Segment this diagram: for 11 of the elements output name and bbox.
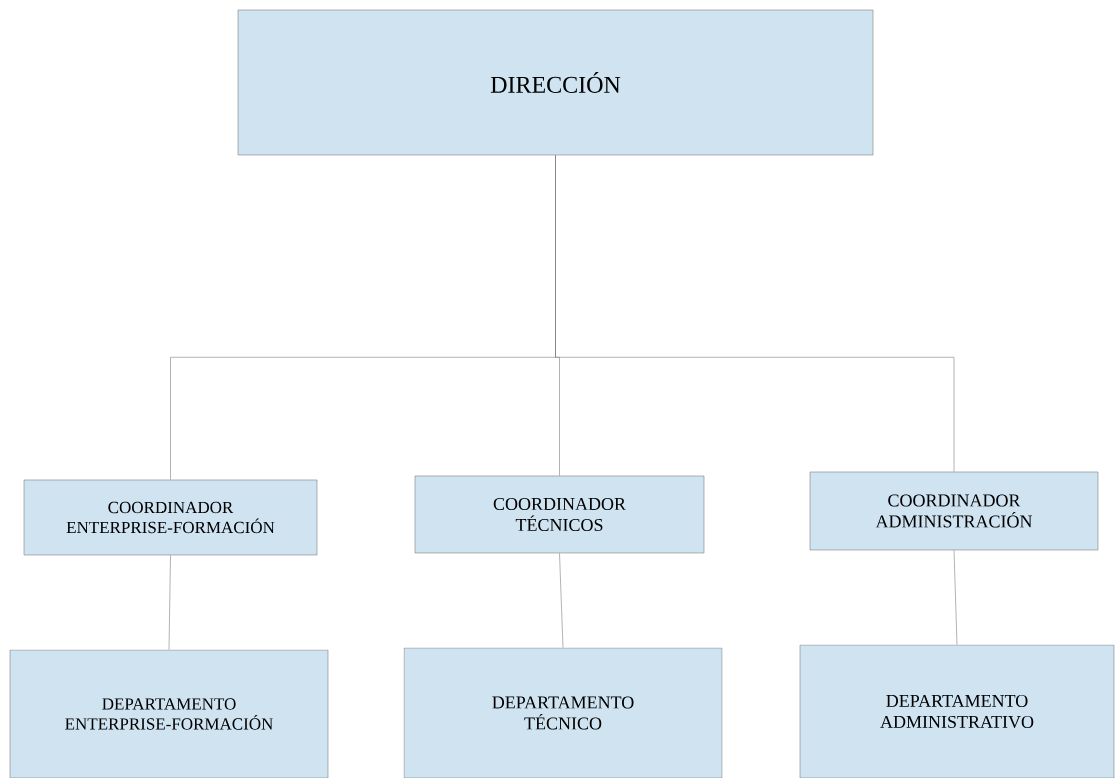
connector-line (168, 555, 171, 650)
org-box: COORDINADOR TÉCNICOS (414, 475, 705, 554)
connector-line (555, 155, 955, 472)
org-box: DEPARTAMENTO ADMINISTRATIVO (799, 644, 1115, 778)
org-box: DIRECCIÓN (237, 9, 874, 156)
org-box: DEPARTAMENTO TÉCNICO (403, 647, 723, 778)
org-box: COORDINADOR ENTERPRISE-FORMACIÓN (23, 479, 318, 556)
org-box: COORDINADOR ADMINISTRACIÓN (809, 471, 1099, 551)
connector-line (953, 550, 958, 645)
org-box: DEPARTAMENTO ENTERPRISE-FORMACIÓN (9, 649, 329, 778)
connector-line (559, 553, 564, 648)
